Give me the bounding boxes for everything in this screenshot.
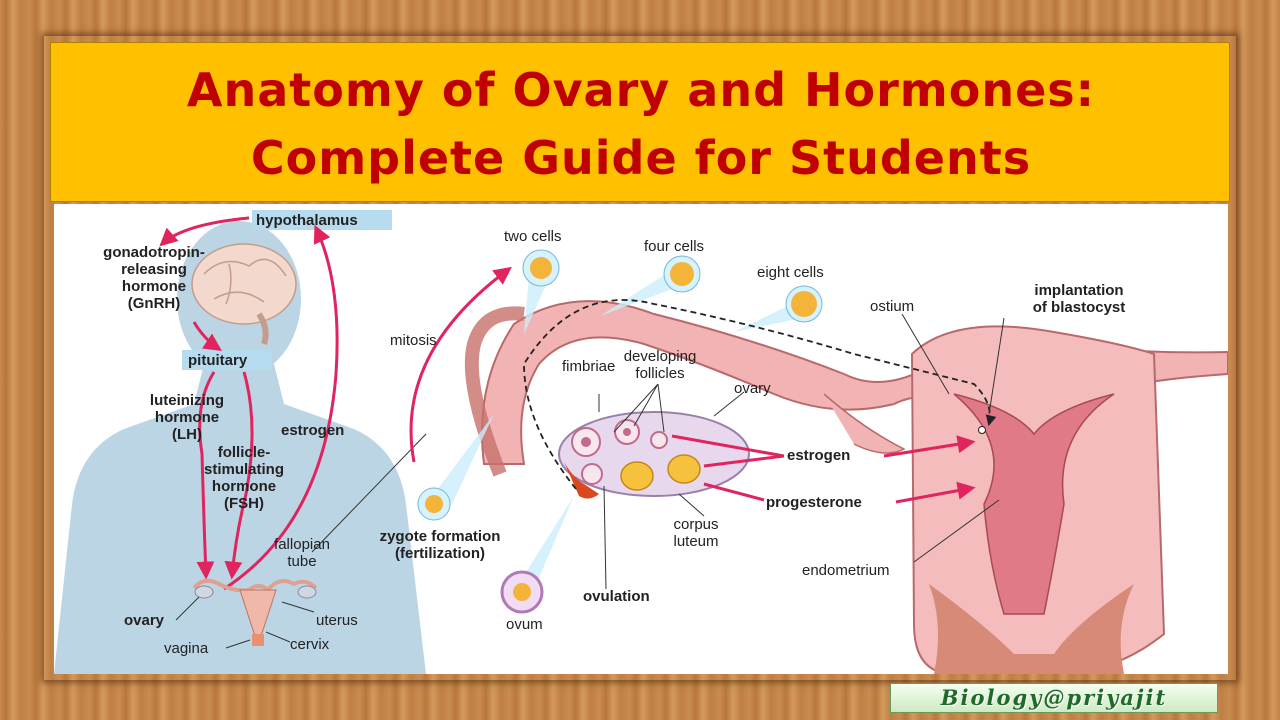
label-ovulation: ovulation bbox=[583, 588, 650, 605]
label-gnrh-line1: gonadotropin- bbox=[103, 244, 205, 261]
label-implant-line2: of blastocyst bbox=[1032, 299, 1126, 316]
left-leader-lines bbox=[175, 433, 427, 649]
reproductive-tract bbox=[464, 300, 1228, 674]
label-hypothalamus: hypothalamus bbox=[256, 212, 358, 229]
blastocyst-dot bbox=[978, 426, 986, 434]
label-fallopian-line2: tube bbox=[287, 553, 317, 570]
label-implant-line1: implantation bbox=[1034, 282, 1124, 299]
label-gnrh-line4: (GnRH) bbox=[127, 295, 181, 312]
right-leader-lines bbox=[598, 313, 1005, 590]
cell-bubbles bbox=[417, 249, 823, 614]
ovum-pathway bbox=[523, 299, 997, 490]
label-uterus: uterus bbox=[316, 612, 358, 629]
hormone-arrows bbox=[159, 216, 339, 591]
label-mitosis: mitosis bbox=[390, 332, 437, 349]
hypothalamus-highlight bbox=[252, 210, 392, 230]
label-fsh: follicle- stimulating hormone (FSH) bbox=[184, 444, 304, 512]
label-developing-line2: follicles bbox=[635, 365, 685, 382]
label-pituitary: pituitary bbox=[188, 352, 248, 369]
label-gnrh-line2: releasing bbox=[121, 261, 187, 278]
small-uterus bbox=[192, 578, 318, 646]
label-estrogen-right: estrogen bbox=[787, 447, 851, 464]
mitosis-arrow bbox=[409, 266, 512, 463]
label-vagina: vagina bbox=[164, 640, 209, 657]
title-line-1: Anatomy of Ovary and Hormones: bbox=[186, 63, 1096, 117]
label-gnrh: gonadotropin- releasing hormone (GnRH) bbox=[74, 244, 234, 312]
label-fsh-line1: follicle- bbox=[217, 444, 271, 461]
label-fsh-line3: hormone bbox=[211, 478, 277, 495]
ovary-illustration bbox=[558, 411, 750, 499]
label-fsh-line2: stimulating bbox=[203, 461, 284, 478]
label-eight-cells: eight cells bbox=[757, 264, 824, 281]
label-gnrh-line3: hormone bbox=[121, 278, 187, 295]
title-banner: Anatomy of Ovary and Hormones: Complete … bbox=[50, 42, 1230, 202]
label-four-cells: four cells bbox=[644, 238, 705, 255]
label-fimbriae: fimbriae bbox=[562, 358, 616, 375]
label-ovary-right: ovary bbox=[734, 380, 771, 397]
label-lh: luteinizing hormone (LH) bbox=[132, 392, 242, 443]
label-developing-line1: developing bbox=[623, 348, 697, 365]
label-two-cells: two cells bbox=[504, 228, 562, 245]
label-estrogen-left: estrogen bbox=[281, 422, 345, 439]
title-line-2: Complete Guide for Students bbox=[250, 131, 1032, 185]
label-ovum: ovum bbox=[506, 616, 543, 633]
label-cervix: cervix bbox=[290, 636, 330, 653]
label-ovary-left: ovary bbox=[124, 612, 165, 629]
label-fallopian-tube: fallopian tube bbox=[262, 536, 342, 570]
label-ostium: ostium bbox=[870, 298, 915, 315]
label-fsh-line4: (FSH) bbox=[224, 495, 264, 512]
label-corpus-line1: corpus bbox=[673, 516, 719, 533]
label-implantation-of-blastocyst: implantation of blastocyst bbox=[1014, 282, 1144, 316]
brain-illustration bbox=[191, 243, 297, 345]
ovary-hormone-diagram: hypothalamus gonadotropin- releasing hor… bbox=[54, 204, 1228, 674]
label-zygote-line2: (fertilization) bbox=[395, 545, 485, 562]
label-lh-line3: (LH) bbox=[172, 426, 202, 443]
watermark-badge: Biology@priyajit bbox=[890, 683, 1218, 713]
ovary-hormone-arrows bbox=[671, 434, 976, 504]
label-endometrium: endometrium bbox=[802, 562, 890, 579]
label-corpus-line2: luteum bbox=[673, 533, 719, 550]
pituitary-highlight bbox=[182, 350, 272, 370]
diagram-illustration bbox=[54, 210, 1228, 674]
label-developing-follicles: developing follicles bbox=[610, 348, 710, 382]
label-zygote-line1: zygote formation bbox=[379, 528, 501, 545]
label-zygote-formation: zygote formation (fertilization) bbox=[360, 528, 520, 562]
label-lh-line2: hormone bbox=[154, 409, 220, 426]
label-fallopian-line1: fallopian bbox=[274, 536, 330, 553]
label-lh-line1: luteinizing bbox=[149, 392, 225, 409]
label-progesterone: progesterone bbox=[766, 494, 862, 511]
label-corpus-luteum: corpus luteum bbox=[656, 516, 736, 550]
